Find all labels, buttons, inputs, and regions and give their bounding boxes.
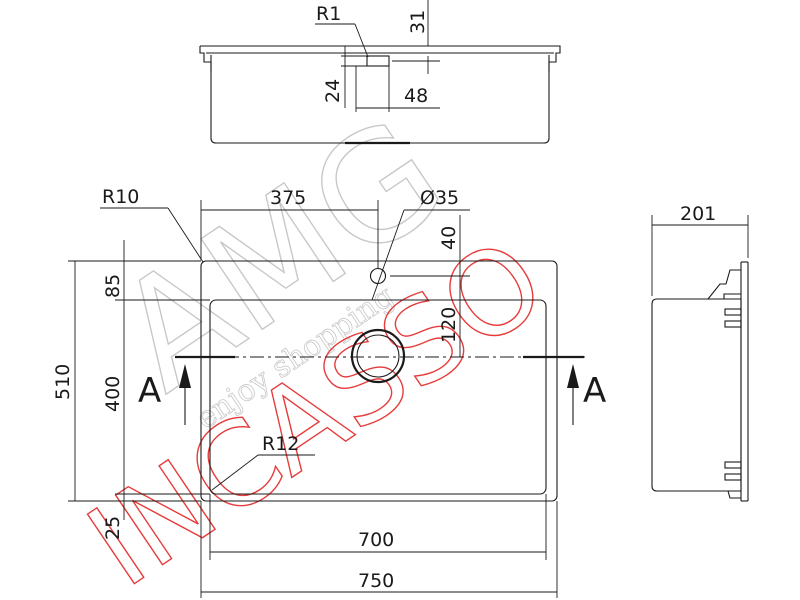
dim-750-label: 750 xyxy=(358,570,394,592)
dim-r12-label: R12 xyxy=(262,433,299,455)
dim-201-label: 201 xyxy=(680,203,716,225)
dim-r1-label: R1 xyxy=(316,3,341,25)
dim-35-label: Ø35 xyxy=(420,187,459,209)
dim-700-label: 700 xyxy=(358,529,394,551)
top-section-view xyxy=(199,0,561,145)
dim-r10-label: R10 xyxy=(102,186,139,208)
dim-375-label: 375 xyxy=(270,187,306,209)
section-mark-left: A xyxy=(138,371,161,411)
plan-view xyxy=(175,260,585,502)
dim-24-label: 24 xyxy=(322,79,344,103)
plan-dimension-lines xyxy=(68,200,558,598)
dim-48-label: 48 xyxy=(404,85,428,107)
dim-31-label: 31 xyxy=(407,10,429,34)
dim-400-label: 400 xyxy=(102,376,124,412)
dim-510-label: 510 xyxy=(52,364,74,400)
side-view xyxy=(651,215,749,502)
watermark: AMG enjoy shopping INCASSO xyxy=(65,85,569,600)
dim-40-label: 40 xyxy=(438,226,460,250)
dim-120-label: 120 xyxy=(438,307,460,343)
dim-85-label: 85 xyxy=(102,274,124,298)
section-mark-right: A xyxy=(583,371,606,411)
dim-25-label: 25 xyxy=(102,516,124,540)
